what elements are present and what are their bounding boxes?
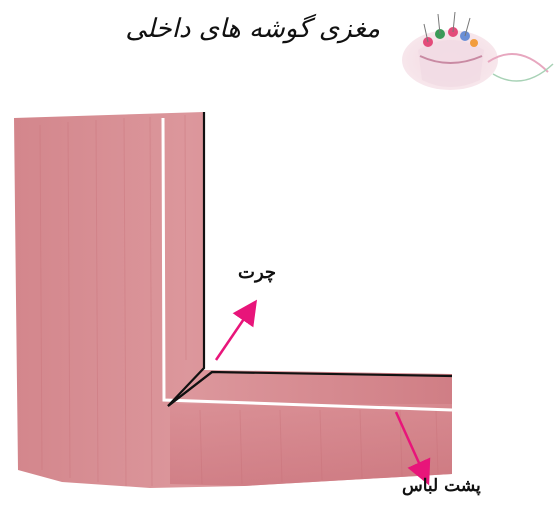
cut-label: چرت xyxy=(238,262,276,283)
stitch-line xyxy=(168,112,452,406)
fold-highlight xyxy=(163,118,452,410)
cut-arrow xyxy=(216,310,250,360)
garment-back-label: پشت لباس xyxy=(402,476,481,496)
